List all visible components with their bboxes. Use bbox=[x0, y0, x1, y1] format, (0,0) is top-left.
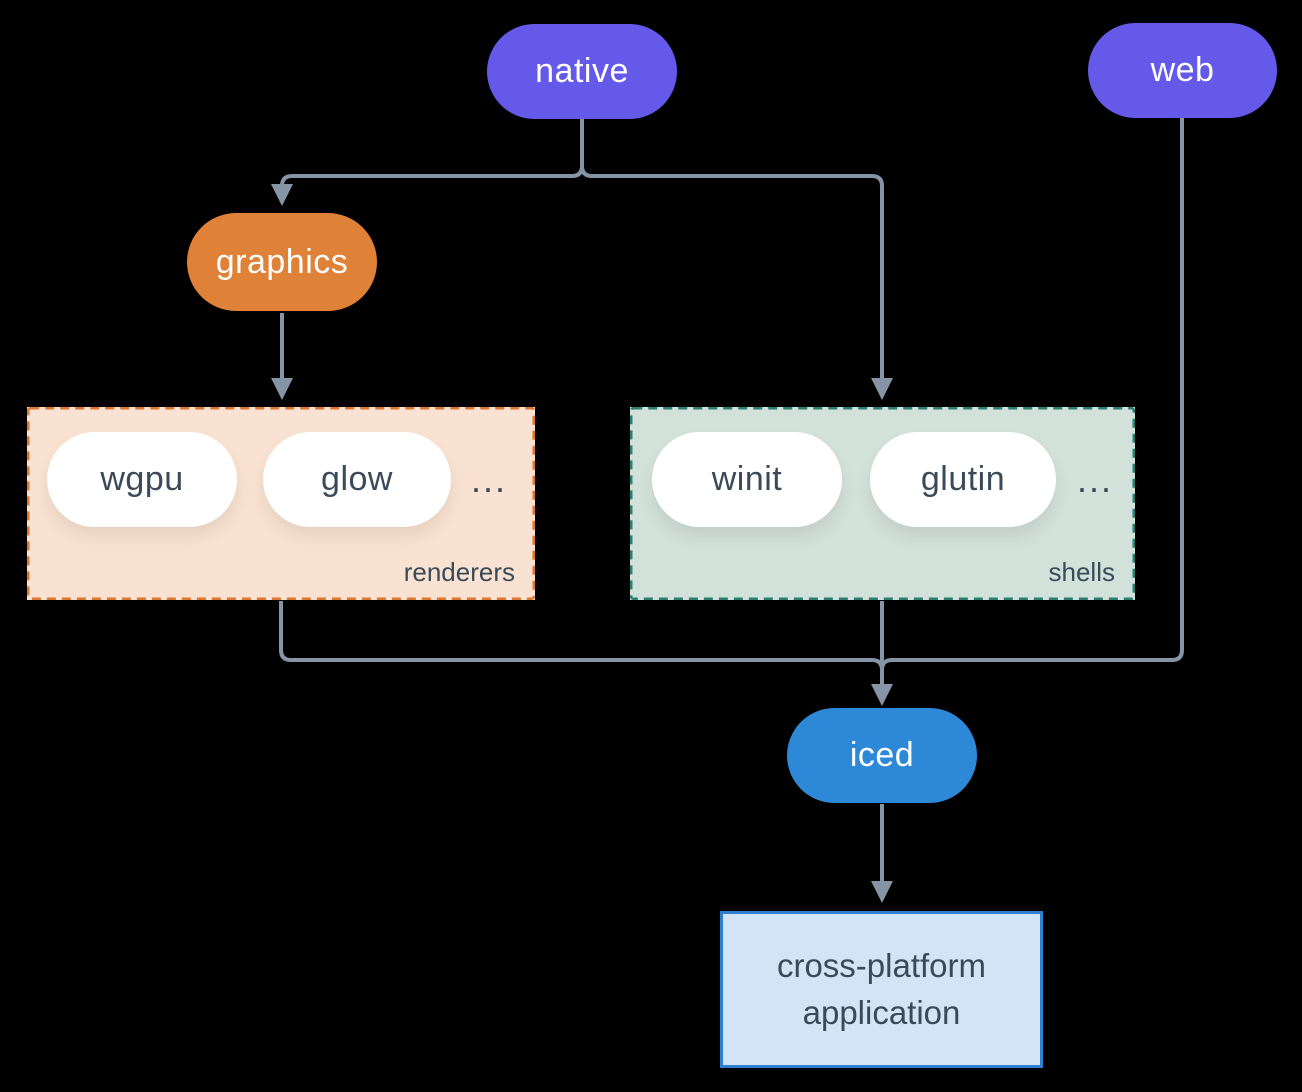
shells-group-label: shells bbox=[1048, 557, 1115, 587]
renderers-ellipsis: ... bbox=[470, 458, 507, 500]
node-wgpu-label: wgpu bbox=[100, 460, 184, 498]
node-wgpu: wgpu bbox=[47, 432, 237, 527]
node-iced: iced bbox=[787, 708, 977, 803]
node-application-line2: application bbox=[802, 993, 961, 1031]
node-iced-label: iced bbox=[849, 736, 915, 774]
node-application-line1: cross-platform bbox=[776, 946, 987, 984]
renderers-group: wgpu glow ... renderers bbox=[27, 407, 535, 600]
edge-native-shells bbox=[580, 119, 893, 400]
node-glow-label: glow bbox=[321, 460, 393, 498]
edge-native-graphics bbox=[271, 119, 584, 206]
node-glow: glow bbox=[263, 432, 451, 527]
node-winit-label: winit bbox=[711, 460, 783, 498]
edge-renderers-iced bbox=[279, 601, 884, 678]
node-native: native bbox=[487, 24, 677, 119]
node-native-label: native bbox=[535, 52, 629, 90]
node-glutin-label: glutin bbox=[920, 460, 1006, 498]
shells-ellipsis: ... bbox=[1076, 458, 1113, 500]
shells-group: winit glutin ... shells bbox=[630, 407, 1135, 600]
node-graphics: graphics bbox=[187, 213, 377, 311]
renderers-group-label: renderers bbox=[403, 557, 515, 587]
node-graphics-label: graphics bbox=[215, 242, 349, 281]
node-web: web bbox=[1088, 23, 1277, 118]
node-web-label: web bbox=[1150, 51, 1215, 89]
node-application: cross-platform application bbox=[720, 911, 1043, 1068]
node-glutin: glutin bbox=[870, 432, 1056, 527]
node-winit: winit bbox=[652, 432, 842, 527]
